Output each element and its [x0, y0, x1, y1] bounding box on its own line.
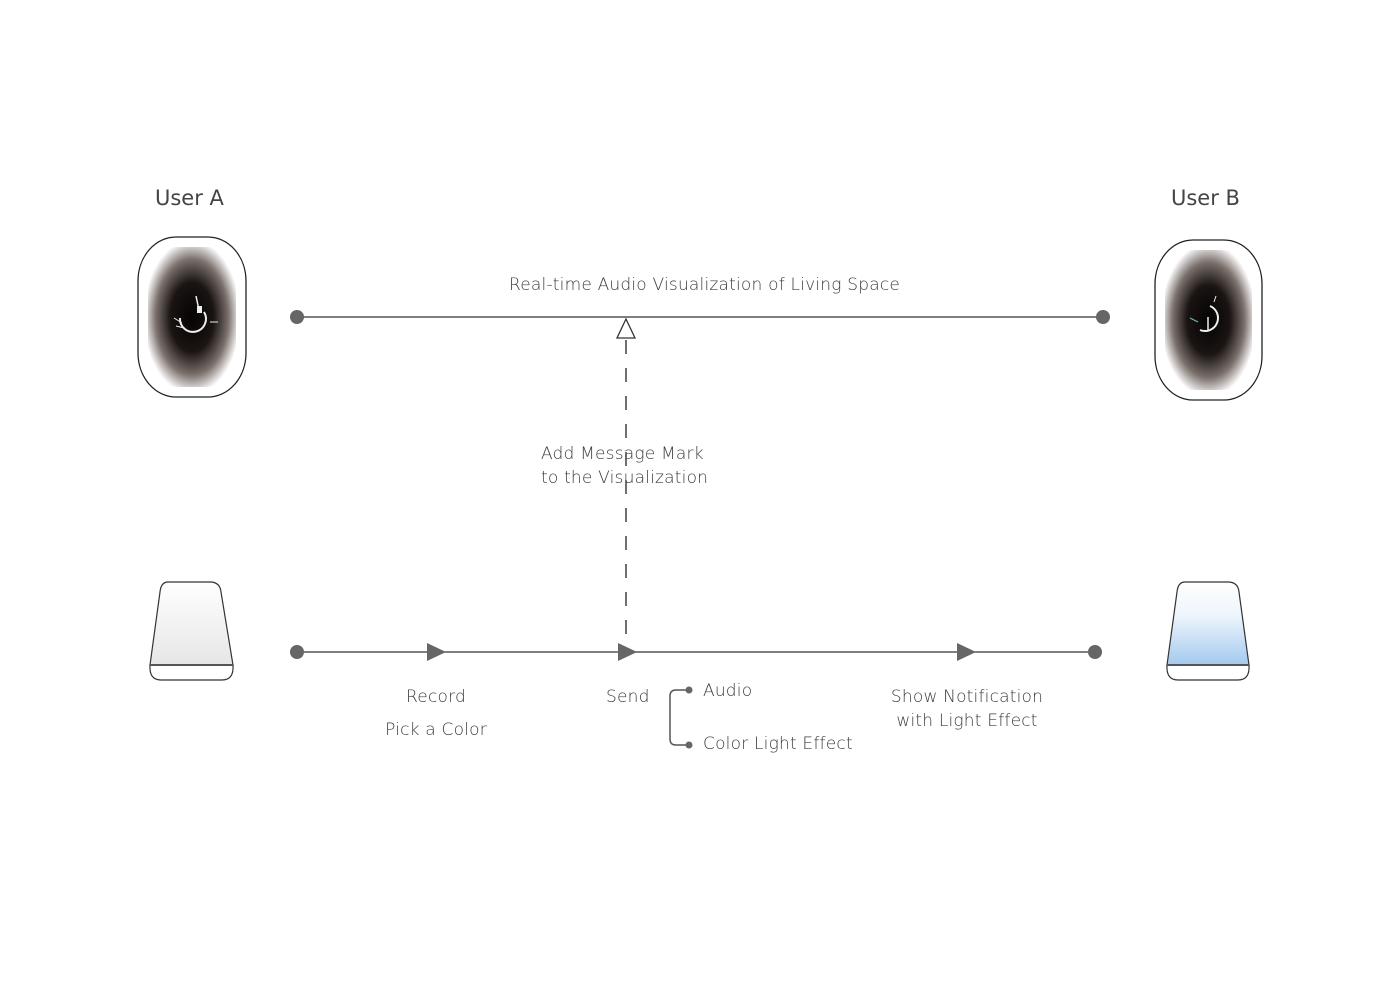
arrow-right-icon — [427, 643, 446, 661]
top-flow-label: Real-time Audio Visualization of Living … — [509, 275, 901, 295]
user-b-lamp — [1166, 581, 1250, 681]
bottom-start-node — [290, 645, 304, 659]
bottom-end-node — [1088, 645, 1102, 659]
step-send-label: Send — [606, 687, 650, 707]
user-a-title: User A — [155, 186, 224, 210]
arrow-right-icon — [618, 643, 637, 661]
user-b-title: User B — [1171, 186, 1240, 210]
step-notification-label-line2: with Light Effect — [896, 711, 1038, 731]
hollow-arrow-up-icon — [615, 317, 637, 339]
bottom-timeline — [290, 643, 1102, 661]
audio-ring-icon — [1189, 295, 1219, 332]
user-a-display — [137, 236, 247, 398]
step-notification-label-line1: Show Notification — [890, 687, 1044, 707]
dashed-link-label-line1: Add Message Mark — [541, 444, 704, 464]
top-start-node — [290, 310, 304, 324]
user-a-lamp — [149, 581, 234, 681]
top-timeline — [290, 310, 1110, 339]
send-bracket — [669, 686, 693, 749]
arrow-right-icon — [957, 643, 976, 661]
send-content-audio: Audio — [703, 681, 753, 701]
top-end-node — [1096, 310, 1110, 324]
user-b-display — [1154, 239, 1263, 401]
audio-ring-icon — [173, 295, 218, 333]
step-pick-color-label: Pick a Color — [385, 720, 487, 740]
step-record-label: Record — [406, 687, 466, 707]
dashed-link-label-line2: to the Visualization — [541, 468, 709, 488]
send-content-light-effect: Color Light Effect — [703, 734, 853, 754]
